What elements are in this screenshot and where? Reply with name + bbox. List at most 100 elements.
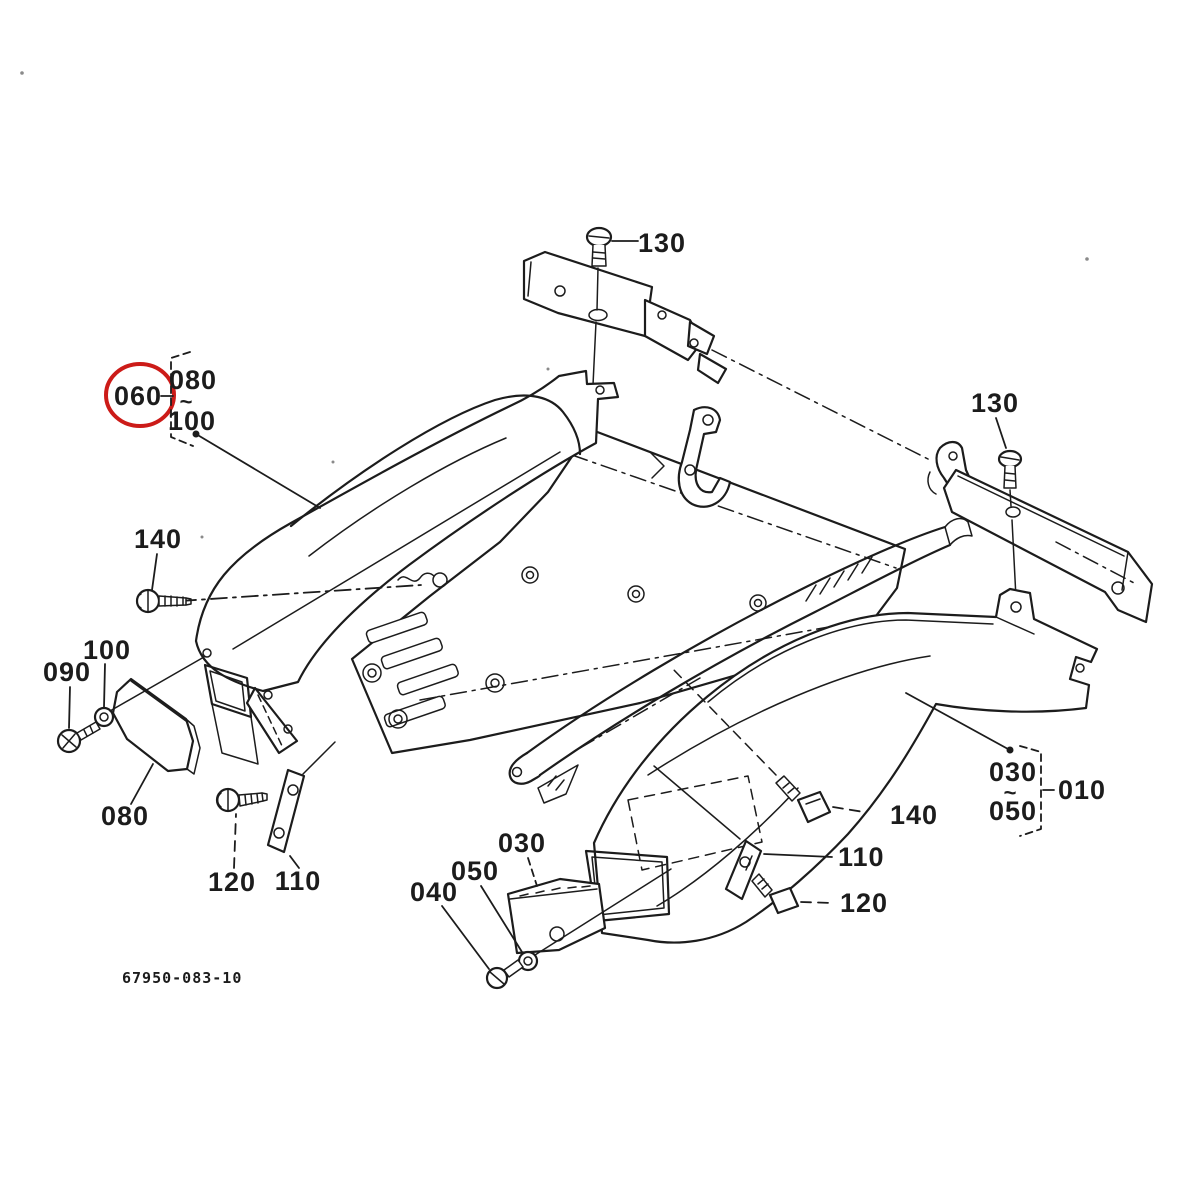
bolt-120-right bbox=[751, 873, 800, 915]
plate-hole bbox=[273, 827, 285, 839]
bonnet-side-vent-outline bbox=[627, 775, 763, 871]
bracket-screw-hole bbox=[588, 308, 608, 322]
bolt-threads bbox=[757, 878, 769, 890]
part-ref-030-group: 030 bbox=[989, 757, 1037, 787]
hood-stay-rail bbox=[508, 517, 973, 804]
screw-cross-slot bbox=[61, 733, 77, 749]
stay-centerline bbox=[579, 677, 701, 749]
leader-line bbox=[527, 857, 538, 887]
bolt-140-axis bbox=[179, 584, 422, 602]
grommet bbox=[753, 598, 763, 608]
bolt-threads bbox=[782, 782, 795, 794]
washer-inner bbox=[99, 712, 109, 722]
grille-grommet bbox=[388, 709, 408, 729]
bonnet-top-edge-inner bbox=[707, 619, 994, 703]
bolt-shank bbox=[158, 595, 187, 607]
callout-110-left: 110 bbox=[275, 855, 320, 896]
screw-thread bbox=[1004, 472, 1016, 482]
drawing-number: 67950-083-10 bbox=[122, 969, 242, 987]
grommet bbox=[521, 566, 539, 584]
leader-line bbox=[233, 813, 237, 869]
panel-030-edge-ticks bbox=[519, 885, 591, 897]
grille-grommet bbox=[367, 668, 377, 678]
side-pocket-panel-080 bbox=[111, 677, 201, 775]
leader-dot bbox=[1006, 746, 1014, 754]
bonnet-outline bbox=[592, 587, 1099, 944]
part-ref-110-right: 110 bbox=[838, 842, 885, 872]
bracket-hole bbox=[554, 285, 566, 297]
highlight-circle bbox=[104, 362, 176, 428]
bolt-140-left bbox=[135, 588, 192, 614]
nose-flange-hole bbox=[263, 690, 273, 700]
bracket-hole bbox=[1111, 581, 1125, 595]
screw-090 bbox=[56, 721, 101, 754]
bracket-top-fold bbox=[527, 261, 532, 297]
plate-leader-to-hood bbox=[653, 765, 741, 840]
callout-120-left: 120 bbox=[208, 813, 256, 897]
stay-end-hook bbox=[944, 517, 973, 546]
stay-upper-edge bbox=[525, 525, 947, 755]
part-ref-120-left: 120 bbox=[208, 867, 256, 897]
bracket-hinge-finger bbox=[686, 320, 716, 356]
vent-slot bbox=[380, 637, 443, 670]
screw-slot bbox=[489, 971, 505, 985]
bracket-centerline bbox=[1055, 541, 1137, 585]
part-ref-120-right: 120 bbox=[840, 888, 888, 918]
screw-slot bbox=[1000, 456, 1020, 461]
part-ref-040: 040 bbox=[410, 877, 458, 907]
leader-line bbox=[800, 901, 834, 904]
grille-grommet bbox=[362, 663, 382, 683]
callout-080-panel: 080 bbox=[101, 763, 154, 831]
stay-tip bbox=[508, 751, 542, 785]
grommet bbox=[490, 678, 500, 688]
group-bracket bbox=[170, 351, 194, 447]
callout-120-right: 120 bbox=[800, 888, 888, 918]
callout-110-right: 110 bbox=[763, 842, 885, 872]
vent-slot bbox=[396, 663, 459, 696]
panel-030-outline bbox=[506, 877, 607, 955]
part-ref-080-bracket: 080 bbox=[169, 365, 217, 395]
nose-flange bbox=[245, 686, 299, 755]
part-ref-050-group: 050 bbox=[989, 796, 1037, 826]
leader-line bbox=[763, 853, 833, 858]
screw-shank bbox=[591, 244, 607, 267]
part-ref-080-panel: 080 bbox=[101, 801, 149, 831]
screw-shank bbox=[503, 959, 524, 978]
hood-outline bbox=[194, 369, 620, 693]
part-ref-060: 060 bbox=[114, 381, 162, 411]
bonnet-tab-hole bbox=[1010, 601, 1022, 613]
bracket-screw-hole bbox=[1005, 506, 1021, 518]
bolt-tip bbox=[185, 597, 192, 606]
screw-130-right bbox=[997, 449, 1023, 599]
inner-panel-centerline bbox=[571, 454, 897, 569]
panel-080-edge bbox=[185, 718, 201, 775]
bolt-head-slot bbox=[805, 798, 821, 805]
grommet bbox=[525, 570, 535, 580]
screw-shank bbox=[1003, 465, 1017, 489]
group-bracket bbox=[1019, 745, 1042, 837]
panel-030-top-edge bbox=[509, 888, 598, 900]
leader-line bbox=[195, 433, 321, 509]
part-ref-130-top: 130 bbox=[638, 228, 686, 258]
bracket-flange-curl bbox=[927, 471, 937, 495]
callout-060-highlighted: 060 bbox=[104, 362, 176, 428]
screw-threads bbox=[83, 725, 94, 737]
leader-line bbox=[103, 663, 106, 708]
washer-inner bbox=[523, 956, 533, 966]
hood-edge-grommet bbox=[432, 572, 448, 588]
screw-040 bbox=[485, 959, 524, 990]
bolt-shank bbox=[775, 775, 801, 802]
bolt-head-facet bbox=[136, 589, 149, 613]
leader-line bbox=[480, 885, 523, 953]
leader-line bbox=[130, 763, 154, 805]
part-ref-140-left: 140 bbox=[134, 524, 182, 554]
bolt-head bbox=[768, 886, 800, 915]
plate-110-left bbox=[266, 741, 336, 854]
bracket-hinge-finger bbox=[696, 352, 728, 385]
hood-dome-line bbox=[289, 394, 582, 528]
leader-line bbox=[68, 686, 71, 729]
inner-panel bbox=[350, 406, 907, 755]
bonnet-arch-inner bbox=[656, 787, 799, 907]
screw-axis-line bbox=[1009, 489, 1017, 599]
